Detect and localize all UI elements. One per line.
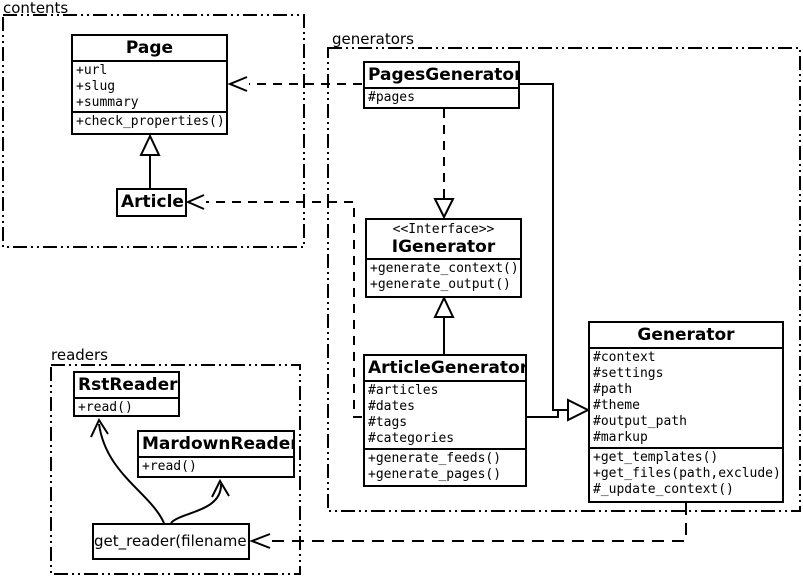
class-generator-title: Generator — [637, 325, 735, 345]
dependency-pagesgenerator-to-page — [227, 76, 362, 92]
class-article: Article — [116, 188, 187, 217]
attribute: #output_path — [593, 414, 687, 429]
class-articlegenerator-title: ArticleGenerator — [368, 358, 525, 378]
method: +generate_pages() — [368, 467, 502, 482]
package-readers-border — [50, 364, 301, 575]
class-pagesgenerator: PagesGenerator #pages — [363, 61, 520, 109]
generalization-articlegenerator-to-generator — [527, 410, 559, 418]
attribute: #dates — [368, 399, 415, 414]
package-label-readers: readers — [51, 346, 108, 364]
class-articlegenerator: ArticleGenerator #articles #dates #tags … — [363, 354, 527, 487]
generalization-pagesgenerator-to-generator — [520, 83, 568, 411]
attribute: +slug — [76, 79, 116, 94]
dependency-generator-to-getreader — [249, 503, 687, 549]
call-arrow-getreader-to-mardownreader — [170, 478, 230, 524]
method: #_update_context() — [593, 482, 734, 497]
generalization-articlegenerator-to-igenerator — [433, 295, 455, 354]
method: +generate_context() — [370, 261, 519, 276]
attribute: #path — [593, 382, 633, 397]
package-label-contents: contents — [3, 0, 69, 17]
attribute: #context — [593, 350, 656, 365]
method: +get_templates() — [593, 450, 719, 465]
class-generator: Generator #context #settings #path #them… — [588, 321, 784, 503]
method: +check_properties() — [76, 114, 225, 129]
attribute: #categories — [368, 431, 455, 446]
attribute: #tags — [368, 415, 408, 430]
function-box-get-reader: get_reader(filename) — [92, 523, 250, 560]
package-generators-border — [327, 47, 801, 512]
realization-pagesgenerator-to-igenerator — [433, 109, 455, 220]
class-article-title: Article — [121, 192, 184, 212]
package-contents-border — [2, 14, 305, 248]
class-mardownreader-title: MardownReader — [142, 434, 293, 454]
class-rstreader: RstReader +read() — [73, 371, 180, 417]
attribute: #markup — [593, 430, 648, 445]
class-rstreader-title: RstReader — [78, 375, 178, 395]
attribute: +url — [76, 63, 108, 78]
call-arrow-getreader-to-rstreader — [90, 417, 165, 524]
attribute: +summary — [76, 95, 139, 110]
package-label-generators: generators — [332, 30, 414, 48]
attribute: #pages — [368, 90, 415, 105]
class-igenerator-stereotype: <<Interface>> — [392, 222, 495, 237]
method: +generate_output() — [370, 277, 511, 292]
class-page-title: Page — [125, 38, 174, 58]
function-box-get-reader-label: get_reader(filename) — [94, 532, 248, 550]
method: +read() — [78, 400, 133, 415]
generalization-triangle-generator — [567, 398, 591, 422]
method: +get_files(path,exclude) — [593, 466, 781, 481]
method: +generate_feeds() — [368, 451, 502, 466]
generalization-article-to-page — [139, 133, 161, 188]
dependency-articlegenerator-to-article — [185, 194, 362, 418]
class-mardownreader: MardownReader +read() — [137, 430, 295, 478]
attribute: #settings — [593, 366, 664, 381]
method: +read() — [142, 459, 197, 474]
class-pagesgenerator-title: PagesGenerator — [368, 65, 518, 85]
attribute: #theme — [593, 398, 640, 413]
class-igenerator: <<Interface>> IGenerator +generate_conte… — [365, 218, 522, 298]
attribute: #articles — [368, 383, 439, 398]
class-igenerator-title: IGenerator — [391, 237, 496, 257]
class-page: Page +url +slug +summary +check_properti… — [71, 34, 228, 135]
